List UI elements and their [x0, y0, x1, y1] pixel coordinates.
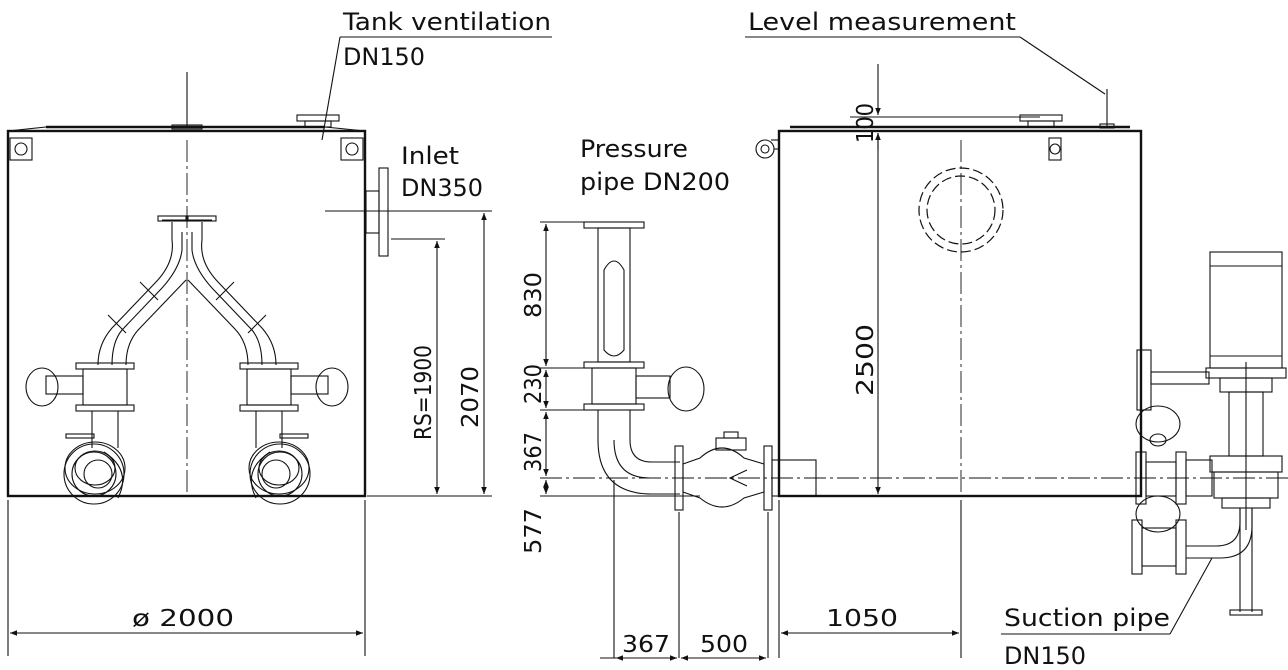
label-level-measurement: Level measurement	[748, 8, 1016, 36]
dim-577: 577	[521, 508, 547, 554]
label-tank-ventilation-dn: DN150	[343, 43, 425, 71]
label-suction-pipe: Suction pipe	[1004, 604, 1170, 632]
tank-body-side	[777, 129, 1143, 498]
label-suction-pipe-dn: DN150	[1004, 642, 1086, 670]
lifting-lug-right	[340, 137, 364, 161]
dim-230: 230	[521, 364, 547, 404]
pressure-pipe-assembly	[583, 221, 817, 511]
pump-set-left	[25, 362, 135, 505]
pump-motor-assembly	[1131, 251, 1287, 616]
lifting-lug-left	[9, 137, 33, 161]
lifting-lug-side-left	[755, 139, 775, 159]
dim-1050: 1050	[826, 606, 898, 632]
vent-flange-front	[296, 114, 340, 122]
front-view: ø 2000 RS=1900 2070 Tank ventilation DN1…	[6, 8, 552, 656]
inlet-flange	[378, 167, 389, 257]
dim-diameter: ø 2000	[132, 606, 234, 632]
dim-2070: 2070	[458, 366, 484, 428]
y-pipe	[97, 215, 277, 366]
side-view: 100 2500 830 230 367 577 367 500 1050 Le…	[521, 8, 1288, 670]
label-inlet-dn: DN350	[401, 174, 483, 202]
dim-100: 100	[853, 103, 879, 143]
dim-367-horizontal: 367	[622, 632, 670, 658]
lifting-lug-side-right	[1048, 137, 1062, 161]
label-inlet: Inlet	[401, 142, 459, 170]
outlet-flanges	[64, 433, 310, 495]
label-pressure-pipe-1: Pressure	[580, 135, 688, 163]
dim-367-vertical: 367	[521, 432, 547, 472]
dim-500: 500	[700, 632, 748, 658]
dim-2500: 2500	[853, 324, 879, 396]
motor	[1209, 251, 1283, 369]
vent-flange-side	[1019, 114, 1063, 122]
label-pressure-pipe-2: pipe DN200	[580, 168, 730, 196]
label-tank-ventilation: Tank ventilation	[342, 8, 551, 36]
dim-rs: RS=1900	[411, 345, 437, 440]
tank-body-front	[6, 129, 367, 498]
dim-830: 830	[521, 272, 547, 318]
